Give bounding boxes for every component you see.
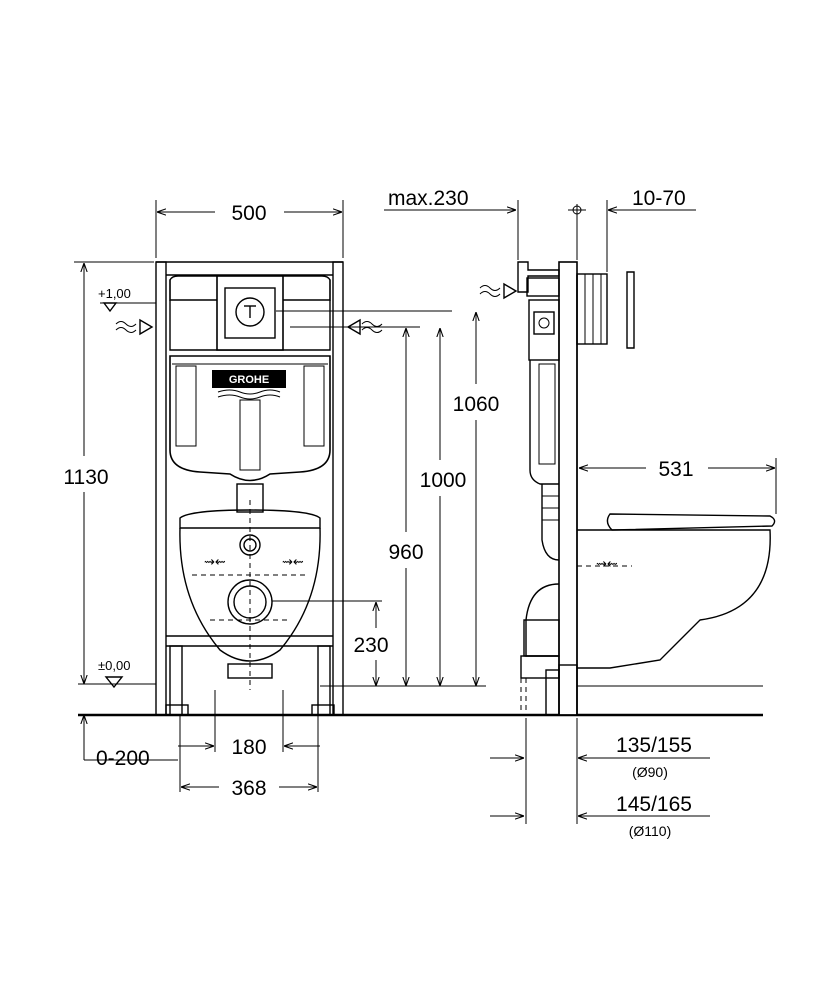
grohe-logo-box (212, 370, 286, 388)
label-outlet-90-dia: (Ø90) (632, 764, 668, 780)
label-height-230: 230 (353, 634, 388, 657)
label-span-180: 180 (231, 736, 266, 759)
dim-height-1130: 1130 (63, 261, 154, 684)
side-bowl: ⇝⇜ (577, 513, 776, 687)
dim-outlet-110: 145/165 (Ø110) (490, 793, 710, 839)
brand-logo: GROHE (229, 374, 269, 386)
dim-height-960: 960 (290, 326, 424, 686)
svg-text:⇝⇜: ⇝⇜ (596, 556, 618, 571)
label-level-zero: ±0,00 (98, 658, 130, 673)
dim-floor-0-200: 0-200 (84, 715, 178, 770)
side-frame (479, 261, 635, 716)
label-width-500: 500 (231, 202, 266, 225)
dim-outlet-90: 135/155 (Ø90) (490, 718, 710, 824)
label-outlet-110-dia: (Ø110) (629, 823, 672, 839)
label-outlet-90-range: 135/155 (616, 734, 692, 757)
front-frame (155, 261, 344, 716)
label-floor-0-200: 0-200 (96, 747, 150, 770)
label-max-230: max.230 (388, 187, 469, 210)
level-zero-marker: ±0,00 (78, 658, 156, 689)
dim-width-500: 500 (155, 200, 344, 258)
svg-text:⇝⇜: ⇝⇜ (204, 554, 226, 569)
label-height-1000: 1000 (420, 469, 467, 492)
cistern: GROHE (169, 275, 331, 513)
label-level-top: +1,00 (98, 286, 131, 301)
front-bowl: ⇝⇜ ⇝⇜ (179, 500, 321, 690)
dim-height-1000: 1000 (372, 326, 467, 686)
flush-button-icon (235, 297, 265, 327)
label-span-368: 368 (231, 777, 266, 800)
label-outlet-110-range: 145/165 (616, 793, 692, 816)
dim-wall-10-70: 10-70 (568, 187, 696, 272)
label-wall-10-70: 10-70 (632, 187, 686, 210)
dim-span-368: 368 (179, 716, 319, 800)
label-bowl-531: 531 (658, 458, 693, 481)
dim-height-230: 230 (272, 600, 389, 686)
label-height-1060: 1060 (453, 393, 500, 416)
dim-height-1060: 1060 (276, 310, 500, 686)
level-top-marker: +1,00 (98, 286, 156, 336)
dim-max-230: max.230 (384, 187, 519, 260)
label-height-960: 960 (388, 541, 423, 564)
label-height-1130: 1130 (63, 466, 108, 489)
dim-bowl-531: 531 (579, 458, 777, 514)
dim-span-180: 180 (178, 690, 320, 759)
svg-text:⇝⇜: ⇝⇜ (282, 554, 304, 569)
